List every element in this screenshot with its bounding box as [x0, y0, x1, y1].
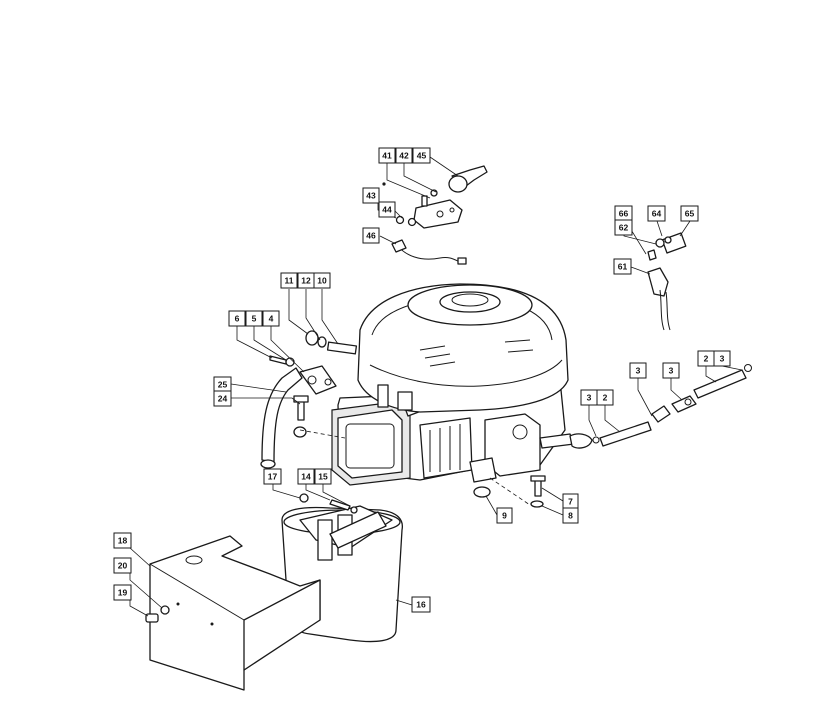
svg-text:2: 2	[603, 393, 608, 403]
svg-text:15: 15	[318, 472, 328, 482]
svg-text:5: 5	[252, 314, 257, 324]
svg-text:45: 45	[417, 151, 427, 161]
callout-42: 42	[395, 147, 413, 164]
callout-5: 5	[245, 310, 263, 327]
callout-8: 8	[562, 507, 579, 524]
svg-text:3: 3	[669, 366, 674, 376]
svg-text:3: 3	[720, 354, 725, 364]
callout-62: 62	[614, 219, 633, 236]
callout-11: 11	[280, 272, 298, 289]
callout-10: 10	[313, 272, 331, 289]
svg-text:14: 14	[301, 472, 311, 482]
svg-text:43: 43	[366, 191, 376, 201]
svg-text:16: 16	[416, 600, 426, 610]
svg-text:9: 9	[502, 511, 507, 521]
callout-4: 4	[262, 310, 280, 327]
callout-9: 9	[496, 507, 513, 524]
svg-text:64: 64	[652, 209, 662, 219]
callout-12: 12	[297, 272, 315, 289]
svg-text:8: 8	[568, 511, 573, 521]
svg-text:18: 18	[118, 536, 128, 546]
callout-44: 44	[378, 201, 396, 218]
callout-7: 7	[562, 493, 579, 510]
svg-text:62: 62	[619, 223, 629, 233]
callout-16: 16	[411, 596, 431, 613]
choke-cable-group	[647, 232, 687, 331]
callout-3-d: 3	[713, 350, 731, 367]
svg-text:19: 19	[118, 588, 128, 598]
svg-text:42: 42	[399, 151, 409, 161]
callout-3-a: 3	[580, 389, 598, 406]
callout-2-a: 2	[596, 389, 614, 406]
svg-text:65: 65	[685, 209, 695, 219]
callout-46: 46	[362, 227, 380, 244]
callout-15: 15	[314, 468, 332, 485]
callout-20: 20	[113, 557, 132, 574]
svg-text:2: 2	[704, 354, 709, 364]
callout-2-b: 2	[697, 350, 715, 367]
callout-45: 45	[412, 147, 431, 164]
callout-18: 18	[113, 532, 132, 549]
heat-shield	[145, 535, 321, 691]
svg-text:7: 7	[568, 497, 573, 507]
callout-66: 66	[614, 205, 633, 222]
svg-text:20: 20	[118, 561, 128, 571]
callout-17: 17	[263, 468, 282, 485]
svg-text:66: 66	[619, 209, 629, 219]
callout-24: 24	[213, 390, 232, 407]
svg-text:3: 3	[636, 366, 641, 376]
mount-bolt-group	[473, 475, 546, 508]
svg-text:61: 61	[618, 262, 628, 272]
svg-text:10: 10	[317, 276, 327, 286]
svg-text:41: 41	[382, 151, 392, 161]
svg-text:11: 11	[285, 276, 294, 286]
callout-64: 64	[647, 205, 666, 222]
svg-text:3: 3	[587, 393, 592, 403]
callout-6: 6	[228, 310, 246, 327]
fuel-hose-group	[539, 364, 752, 449]
svg-text:6: 6	[235, 314, 240, 324]
callout-14: 14	[297, 468, 315, 485]
svg-text:24: 24	[218, 394, 228, 404]
svg-text:25: 25	[218, 380, 228, 390]
svg-text:17: 17	[268, 472, 278, 482]
callout-25: 25	[213, 376, 232, 393]
svg-text:4: 4	[269, 314, 274, 324]
svg-text:12: 12	[301, 276, 311, 286]
callout-19: 19	[113, 584, 132, 601]
callout-43: 43	[362, 187, 380, 204]
svg-text:46: 46	[366, 231, 376, 241]
callout-41: 41	[378, 147, 396, 164]
callout-61: 61	[613, 258, 632, 275]
callout-3-b: 3	[629, 362, 647, 379]
callout-3-c: 3	[662, 362, 680, 379]
svg-text:44: 44	[382, 205, 392, 215]
callout-65: 65	[680, 205, 699, 222]
throttle-control-group	[382, 165, 488, 265]
engine-assembly	[331, 283, 569, 486]
